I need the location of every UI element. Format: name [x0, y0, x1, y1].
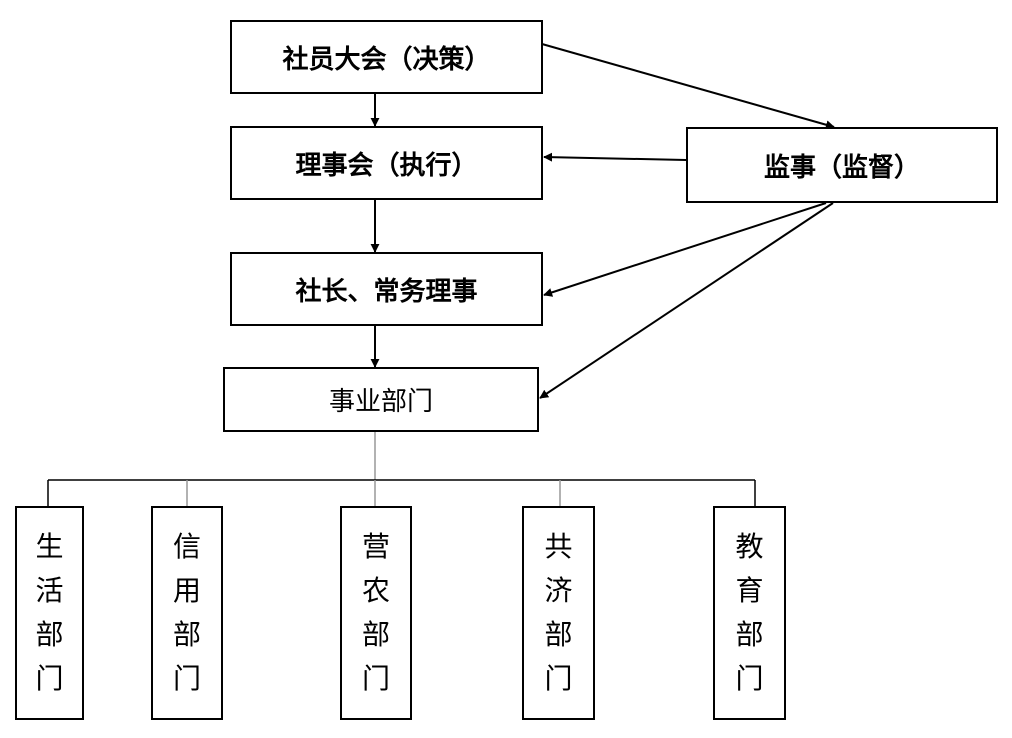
- department-char: 门: [172, 662, 201, 695]
- department-char: 部: [544, 618, 573, 651]
- department-char: 部: [172, 618, 201, 651]
- department-char: 信: [172, 530, 201, 563]
- department-char: 门: [35, 662, 64, 695]
- department-char: 活: [35, 574, 64, 607]
- department-char: 育: [735, 574, 764, 607]
- department-char: 门: [544, 662, 573, 695]
- department-education-box: 教 育 部 门: [713, 506, 786, 720]
- board-box: 理事会（执行）: [230, 126, 543, 200]
- general-assembly-box: 社员大会（决策）: [230, 20, 543, 94]
- department-char: 农: [361, 574, 390, 607]
- department-char: 用: [172, 574, 201, 607]
- department-farming-box: 营 农 部 门: [340, 506, 412, 720]
- general-assembly-label: 社员大会（决策）: [282, 44, 491, 75]
- department-credit-box: 信 用 部 门: [151, 506, 223, 720]
- department-char: 部: [735, 618, 764, 651]
- department-char: 生: [35, 530, 64, 563]
- arrow-supervisor-to-board: [543, 152, 687, 162]
- department-char: 门: [361, 662, 390, 695]
- business-dept-label: 事业部门: [328, 387, 433, 417]
- department-life-box: 生 活 部 门: [15, 506, 84, 720]
- department-char: 济: [544, 574, 573, 607]
- supervisor-label: 监事（监督）: [763, 152, 920, 183]
- department-char: 部: [361, 618, 390, 651]
- department-char: 门: [735, 662, 764, 695]
- business-dept-box: 事业部门: [223, 367, 539, 432]
- supervisor-box: 监事（监督）: [686, 127, 998, 203]
- department-char: 教: [735, 530, 764, 563]
- arrow-assembly-to-supervisor: [541, 43, 835, 130]
- president-label: 社长、常务理事: [295, 276, 478, 307]
- department-char: 部: [35, 618, 64, 651]
- arrow-supervisor-to-president: [543, 202, 827, 297]
- department-char: 共: [544, 530, 573, 563]
- department-mutual-aid-box: 共 济 部 门: [522, 506, 595, 720]
- arrow-supervisor-to-business: [539, 202, 834, 399]
- department-char: 营: [361, 530, 390, 563]
- president-box: 社长、常务理事: [230, 252, 543, 326]
- board-label: 理事会（执行）: [295, 150, 478, 181]
